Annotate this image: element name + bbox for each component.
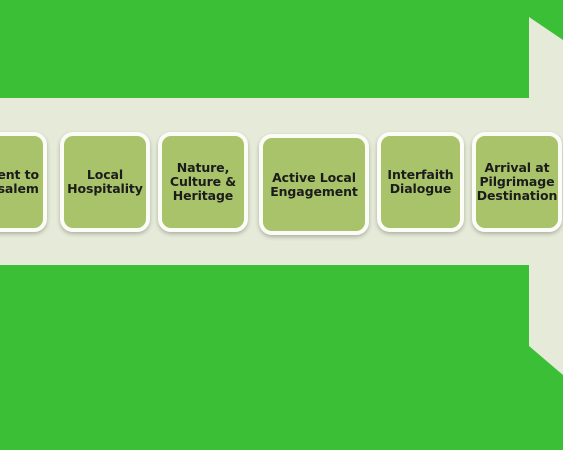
- step-box-local-hospitality: Local Hospitality: [60, 132, 150, 232]
- step-box-nature-culture-heritage: Nature, Culture & Heritage: [158, 132, 248, 232]
- step-label: Interfaith Dialogue: [387, 167, 454, 196]
- step-label: Arrival at Pilgrimage Destination: [476, 160, 558, 203]
- step-label: Nature, Culture & Heritage: [169, 160, 237, 203]
- step-box-journey-to-jerusalem: ent to salem: [0, 132, 47, 232]
- step-box-arrival-at-destination: Arrival at Pilgrimage Destination: [472, 132, 562, 232]
- step-label: Local Hospitality: [67, 167, 143, 196]
- step-label: ent to salem: [0, 167, 39, 196]
- step-box-interfaith-dialogue: Interfaith Dialogue: [377, 132, 464, 232]
- step-box-active-local-engagement: Active Local Engagement: [259, 134, 369, 235]
- step-label: Active Local Engagement: [270, 169, 358, 199]
